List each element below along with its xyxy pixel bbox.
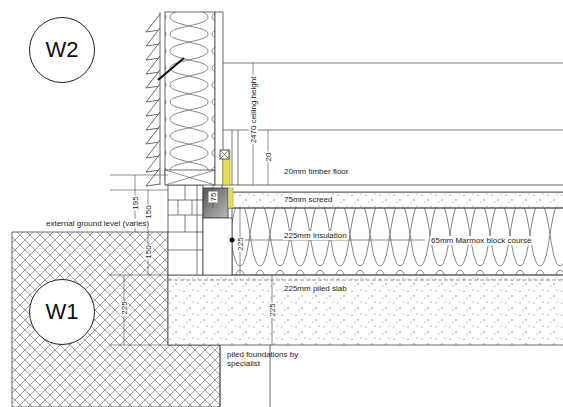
- shingle: [146, 154, 160, 172]
- annotation-label: piled foundations by specialist: [226, 350, 308, 368]
- detail-reference-circle: W1: [29, 279, 95, 345]
- reference-text: W2: [46, 37, 79, 63]
- shingle: [146, 56, 160, 74]
- shingle: [146, 14, 160, 32]
- shingle: [146, 84, 160, 102]
- dimension-text: 2470 ceiling height: [249, 76, 258, 145]
- dimension-text: 195: [131, 195, 140, 210]
- shingle: [146, 168, 160, 186]
- shingle: [146, 112, 160, 130]
- dimension-text: 150: [144, 244, 153, 259]
- dimension-text: 225: [236, 236, 245, 251]
- dimension-text: 225: [120, 300, 129, 315]
- annotation-label: 225mm piled slab: [283, 284, 348, 293]
- dimension-text: 75: [209, 192, 218, 203]
- dimension-text: 150: [144, 204, 153, 219]
- shingle: [146, 28, 160, 46]
- shingle: [146, 42, 160, 60]
- annotation-label: 20mm timber floor: [283, 167, 349, 176]
- annotation-label: external ground level (varies): [45, 219, 150, 228]
- shingle: [146, 140, 160, 158]
- dimension-text: 20: [264, 152, 273, 163]
- shingle: [146, 98, 160, 116]
- shingle: [146, 126, 160, 144]
- annotation-label: 65mm Marmox block course: [430, 236, 532, 245]
- annotation-label: 225mm insulation: [283, 231, 348, 240]
- dimension-text: 225: [268, 302, 277, 317]
- reference-text: W1: [46, 299, 79, 325]
- annotation-label: 75mm screed: [283, 195, 333, 204]
- detail-reference-circle: W2: [29, 17, 95, 83]
